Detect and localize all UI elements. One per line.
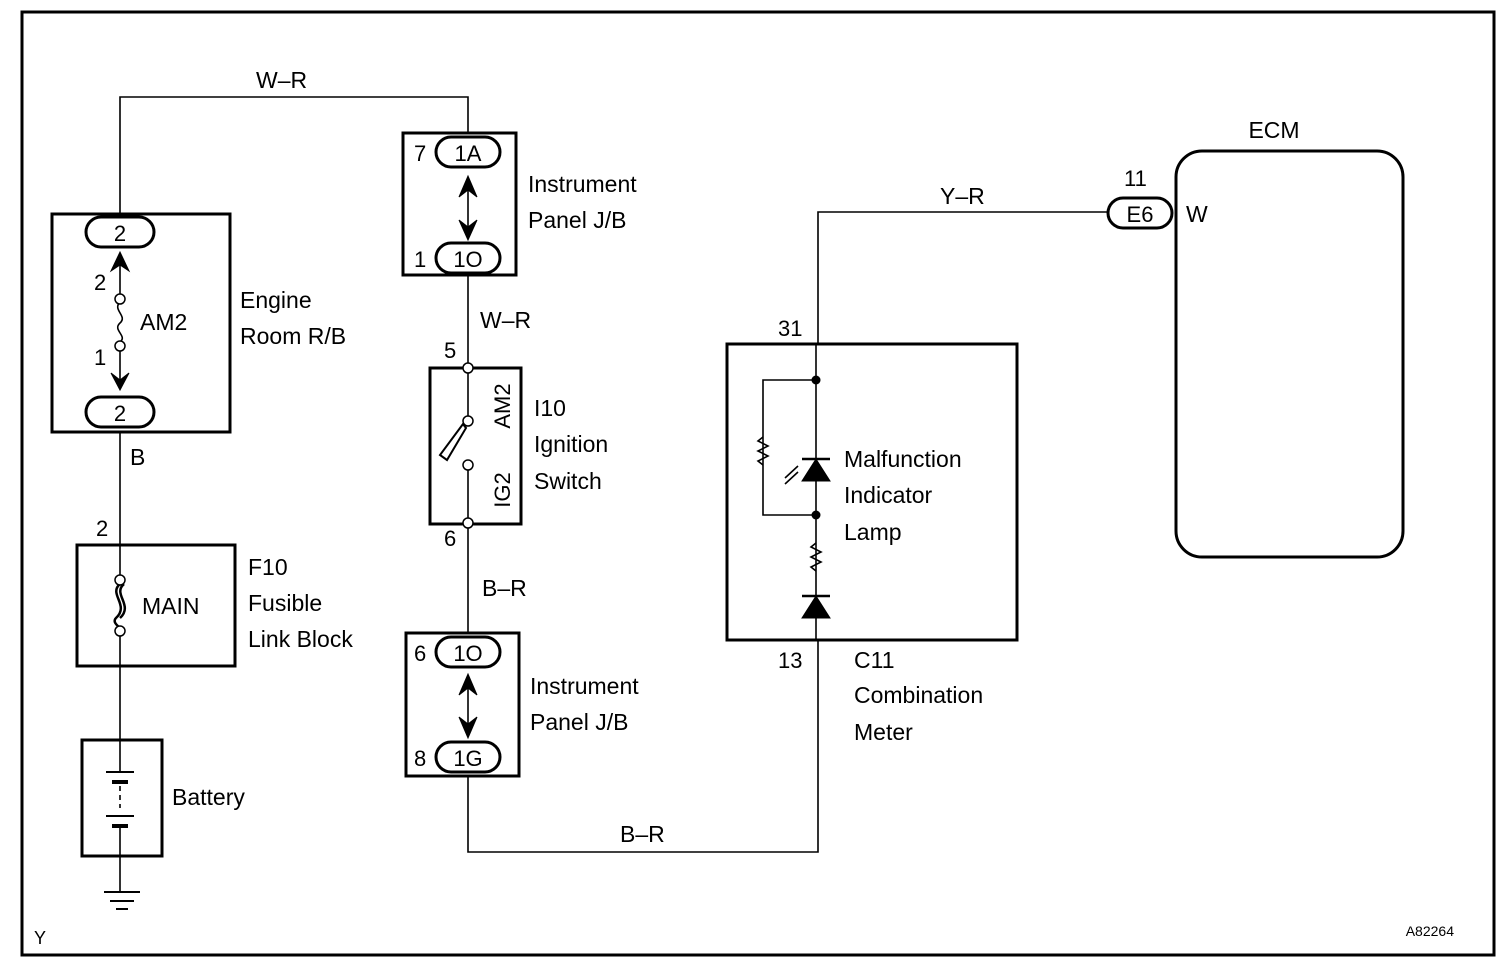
wire-color-label: W–R	[256, 67, 307, 93]
component-label: Panel J/B	[530, 709, 628, 735]
terminal-label: AM2	[490, 383, 515, 428]
arrow-up-icon	[109, 250, 131, 273]
pin-label: 1	[94, 345, 106, 370]
pin-label: 7	[414, 141, 426, 166]
component-label: Fusible	[248, 590, 322, 616]
component-label: Engine	[240, 287, 312, 313]
component-label: Meter	[854, 719, 913, 745]
component-label: Instrument	[530, 673, 639, 699]
arrow-up-icon	[458, 174, 478, 198]
ecm: E6 W	[1106, 149, 1405, 559]
instrument-panel-jb-upper: 1A 1O 7 1	[401, 131, 518, 277]
connector-label: 2	[114, 221, 126, 246]
lamp-label: Lamp	[844, 519, 902, 545]
connector-oval	[434, 241, 502, 275]
component-label: Room R/B	[240, 323, 346, 349]
component-label: Switch	[534, 468, 602, 494]
wire-color-label: B–R	[620, 821, 665, 847]
arrow-down-icon	[110, 372, 130, 392]
resistor-icon	[756, 436, 770, 466]
pin-label: 8	[414, 746, 426, 771]
pin-label: 2	[96, 516, 108, 541]
pin-label: 6	[414, 641, 426, 666]
wire-y-r	[817, 211, 1108, 345]
ground-icon	[104, 891, 140, 910]
terminal-label: W	[1186, 201, 1208, 227]
component-code: F10	[248, 554, 288, 580]
connector-oval	[84, 215, 156, 249]
diagram-frame	[20, 10, 1496, 957]
component-label: Instrument	[528, 171, 637, 197]
fusible-link-block: MAIN	[75, 543, 237, 668]
lamp-label: Malfunction	[844, 446, 962, 472]
figure-id: A82264	[1406, 923, 1454, 939]
connector-label: E6	[1127, 202, 1154, 227]
switch-lever-icon	[438, 422, 468, 462]
component-label: Panel J/B	[528, 207, 626, 233]
wire-color-label: W–R	[480, 307, 531, 333]
pin-label: 1	[414, 247, 426, 272]
connector-label: 1A	[455, 141, 482, 166]
ignition-switch: AM2 IG2	[428, 362, 523, 529]
wire-b-r-bottom	[467, 640, 819, 853]
terminal-label: IG2	[490, 472, 515, 507]
lamp-label: Indicator	[844, 482, 933, 508]
connector-label: 1G	[453, 746, 482, 771]
wire-w-r-top	[119, 96, 469, 214]
pin-label: 2	[94, 270, 106, 295]
component-code: I10	[534, 395, 566, 421]
component-code: C11	[854, 647, 895, 673]
pin-label: 5	[444, 338, 456, 363]
pin-label: 13	[778, 648, 802, 673]
connector-label: 1O	[453, 641, 482, 666]
fuse-name: MAIN	[142, 593, 200, 619]
connector-label: 2	[114, 401, 126, 426]
component-label: Combination	[854, 682, 983, 708]
connector-oval	[434, 740, 502, 774]
arrow-down-icon	[458, 716, 478, 740]
arrow-up-icon	[458, 672, 478, 696]
connector-label: 1O	[453, 247, 482, 272]
fuse-name: AM2	[140, 309, 187, 335]
pin-label: 31	[778, 316, 802, 341]
component-label: Ignition	[534, 431, 608, 457]
instrument-panel-jb-lower: 1O 1G 6 8	[404, 631, 521, 778]
battery	[80, 738, 164, 858]
corner-mark: Y	[34, 928, 46, 948]
wire-color-label: B	[130, 444, 145, 470]
resistor-icon	[809, 542, 823, 572]
fuse-icon	[116, 301, 124, 343]
component-label: ECM	[1248, 117, 1299, 143]
pin-label: 6	[444, 526, 456, 551]
fusible-link-icon	[113, 583, 127, 629]
pin-label: 11	[1124, 166, 1147, 191]
connector-oval	[84, 395, 156, 429]
arrow-down-icon	[458, 219, 478, 242]
component-label: Link Block	[248, 626, 353, 652]
component-label: Battery	[172, 784, 245, 810]
connector-oval	[434, 135, 502, 169]
connector-oval	[1106, 196, 1174, 230]
connector-oval	[434, 635, 502, 669]
wire-color-label: B–R	[482, 575, 527, 601]
wire-color-label: Y–R	[940, 183, 985, 209]
engine-room-rb: 2 2 2 1 AM2	[50, 212, 232, 434]
combination-meter	[725, 342, 1019, 642]
